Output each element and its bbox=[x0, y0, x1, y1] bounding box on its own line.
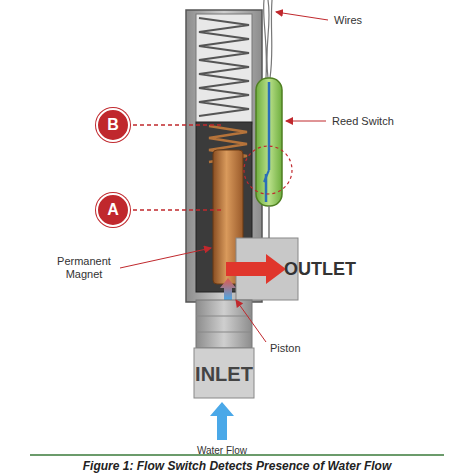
contact-highlight bbox=[244, 146, 292, 194]
inlet-port bbox=[194, 348, 254, 398]
leader-line bbox=[120, 248, 211, 268]
wires bbox=[264, 0, 272, 78]
part-label: OUTLET bbox=[284, 259, 356, 280]
part-label: Water Flow bbox=[197, 445, 247, 456]
figure-caption: Figure 1: Flow Switch Detects Presence o… bbox=[83, 459, 392, 473]
water-flow-arrow bbox=[210, 402, 234, 440]
leader-line bbox=[286, 121, 326, 122]
callout-letter: B bbox=[107, 116, 119, 134]
callout-circle: B bbox=[96, 108, 130, 142]
callout-letter: A bbox=[107, 201, 119, 219]
part-label: Permanent Magnet bbox=[49, 255, 119, 281]
leader-line bbox=[236, 300, 266, 342]
coil bbox=[199, 18, 249, 116]
spring-chamber bbox=[196, 14, 252, 124]
outlet-arrow bbox=[226, 254, 286, 284]
spring bbox=[199, 18, 249, 116]
part-label: Piston bbox=[270, 342, 301, 354]
callout-circle: A bbox=[96, 193, 130, 227]
reed-switch bbox=[256, 78, 282, 206]
callout-line bbox=[133, 209, 224, 211]
part-label: Wires bbox=[334, 14, 362, 26]
leader-line bbox=[276, 12, 328, 20]
part-label: INLET bbox=[195, 363, 253, 386]
piston-arrow bbox=[220, 278, 236, 300]
inlet-pipe bbox=[196, 300, 252, 348]
callout-line bbox=[133, 124, 224, 126]
part-label: Reed Switch bbox=[332, 115, 394, 127]
